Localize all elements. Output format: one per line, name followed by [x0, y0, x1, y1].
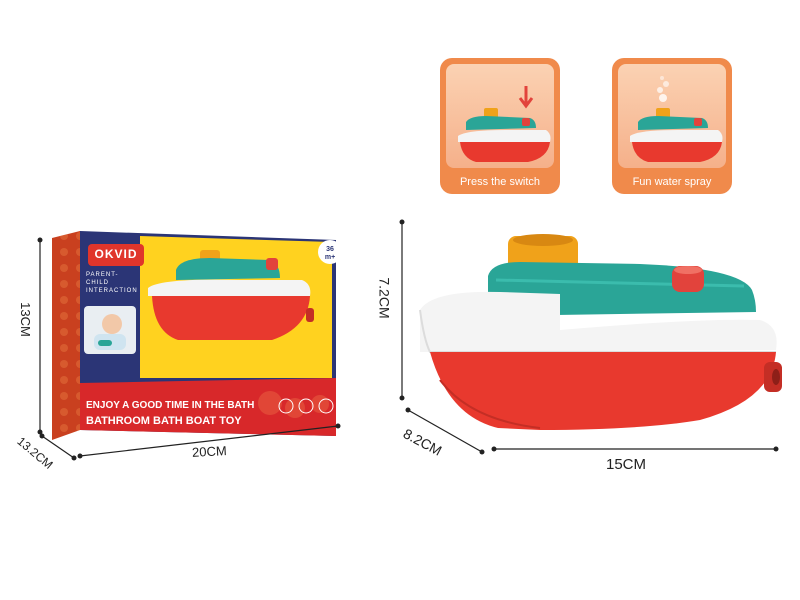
tagline-child: CHILD [86, 280, 110, 286]
boat-hull [430, 352, 776, 430]
toy-height-label: 7.2CM [376, 277, 393, 319]
product-box: OKVID 36 m+ PARENT- CHILD INTERACTION EN… [40, 228, 350, 448]
feature-label: Fun water spray [632, 176, 712, 188]
feature-icon-2 [298, 398, 314, 414]
tagline-parent: PARENT- [86, 272, 119, 278]
box-product-name: BATHROOM BATH BOAT TOY [86, 415, 242, 427]
feature-icon-1 [278, 398, 294, 414]
feature-card-water-spray: Fun water spray [612, 58, 732, 194]
boat-switch-button [672, 266, 704, 292]
box-width-label: 20CM [191, 443, 228, 460]
box-boat-image [148, 250, 314, 340]
feature-card-image [618, 64, 726, 168]
feature-card-press-switch: Press the switch [440, 58, 560, 194]
brand-logo-text: OKVID [94, 247, 138, 261]
feature-label: Press the switch [459, 176, 541, 188]
toy-depth-label: 8.2CM [400, 425, 445, 459]
feature-card-image [446, 64, 554, 168]
boat-nozzle [764, 362, 782, 392]
tagline-interaction: INTERACTION [86, 288, 138, 294]
box-height-label: 13CM [17, 302, 33, 337]
boat-chimney [508, 236, 578, 280]
box-illustration [52, 231, 342, 440]
down-arrow-icon [518, 86, 534, 109]
box-headline: ENJOY A GOOD TIME IN THE BATH [86, 400, 255, 411]
boat-deck [420, 291, 777, 352]
toy-length-label: 15CM [606, 456, 647, 473]
boat-cabin [488, 262, 756, 316]
age-badge-text: 36 m+ [324, 246, 336, 261]
feature-icon-3 [318, 398, 334, 414]
brand-logo [88, 244, 144, 266]
water-spray-icon [657, 76, 669, 102]
age-badge [318, 240, 342, 264]
